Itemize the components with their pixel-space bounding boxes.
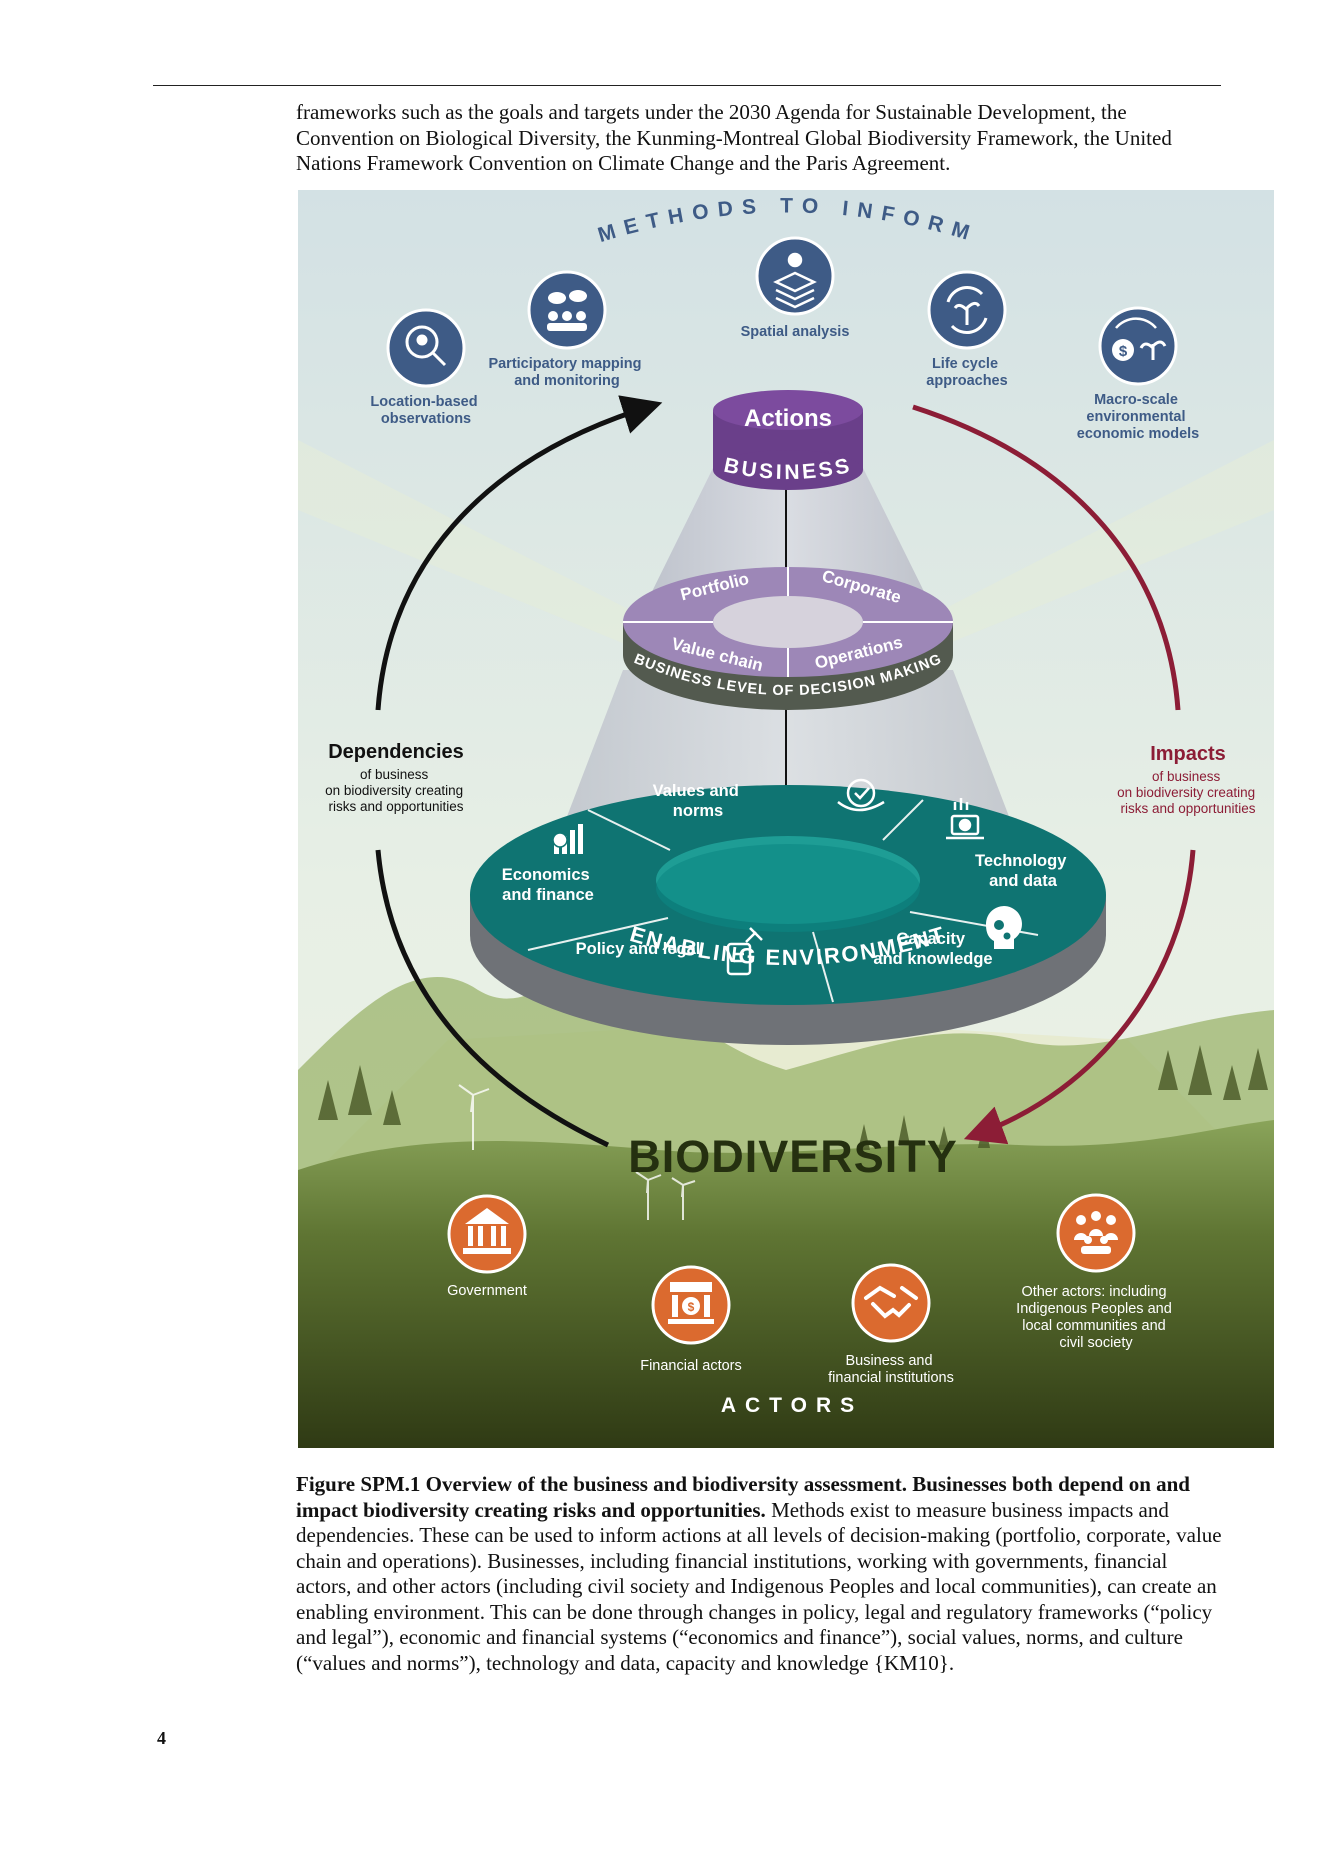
caption-bold: Figure SPM.1 Overview of the business an…: [296, 1472, 1190, 1522]
actions-label: Actions: [744, 405, 832, 432]
actor-label-business: Business and financial institutions: [828, 1353, 954, 1386]
figure-caption: Figure SPM.1 Overview of the business an…: [296, 1472, 1226, 1676]
wind-turbines: [458, 1084, 696, 1220]
method-life-cycle: Life cycle approaches: [926, 270, 1008, 389]
enabler-technology-data: Technology and data: [975, 852, 1071, 890]
enabler-economics-finance: Economics and finance: [502, 866, 595, 904]
people-group-icon: [1074, 1211, 1118, 1254]
method-location-based: Location-based observations: [370, 308, 481, 427]
decision-making-ring: Portfolio Corporate Value chain Operatio…: [623, 566, 953, 710]
actor-label-government: Government: [447, 1283, 527, 1299]
gavel-scroll-icon: [726, 927, 763, 976]
light-rays: [298, 440, 1274, 710]
government-building-icon: [463, 1208, 511, 1254]
header-rule: [153, 85, 1221, 86]
tree-silhouettes: [318, 1045, 1268, 1150]
laptop-chart-icon: [946, 798, 984, 840]
method-spatial-analysis: Spatial analysis: [741, 236, 850, 340]
bank-icon: [668, 1282, 714, 1324]
actor-label-financial: Financial actors: [640, 1358, 742, 1374]
method-label-macro: Macro-scale environmental economic model…: [1077, 392, 1199, 442]
method-macro-scale: $ Macro-scale environmental economic mod…: [1077, 306, 1199, 442]
enabler-capacity-knowledge: Capacity and knowledge: [873, 930, 992, 968]
actors-title: ACTORS: [721, 1394, 863, 1417]
page-number: 4: [157, 1728, 166, 1748]
location-search-icon: [405, 325, 447, 367]
foreground-ground: [298, 1120, 1274, 1448]
enabling-environment-ring: Values and norms Technology and data Cap…: [470, 778, 1106, 1045]
actor-label-other: Other actors: including Indigenous Peopl…: [1016, 1284, 1176, 1351]
svg-text:$: $: [1119, 343, 1128, 360]
map-layers-icon: [773, 252, 817, 309]
impacts-arrow-top: [912, 404, 1181, 711]
impacts-title: Impacts: [1150, 743, 1226, 765]
method-participatory-mapping: Participatory mapping and monitoring: [488, 270, 645, 389]
actor-financial-actors: $ Financial actors: [640, 1265, 742, 1374]
dependencies-title: Dependencies: [328, 741, 464, 763]
enabler-policy-legal: Policy and legal: [576, 940, 701, 958]
enabler-values-norms: Values and norms: [653, 782, 744, 820]
method-label-life-cycle: Life cycle approaches: [926, 356, 1007, 389]
dependencies-arrow-up: [375, 395, 663, 711]
actor-government: Government: [447, 1194, 527, 1299]
method-label-spatial: Spatial analysis: [741, 324, 850, 340]
caption-text: Methods exist to measure business impact…: [296, 1497, 1222, 1675]
actions-business-block: Actions BUSINESS: [713, 390, 863, 490]
actor-business-financial-institutions: Business and financial institutions: [828, 1263, 954, 1386]
dependencies-description: of business on biodiversity creating ris…: [325, 767, 467, 814]
handshake-check-icon: [837, 778, 885, 812]
handshake-icon: [864, 1285, 918, 1319]
dollar-plant-cycle-icon: $: [1112, 317, 1167, 361]
biodiversity-label: BIODIVERSITY: [628, 1131, 958, 1182]
actor-other-actors: Other actors: including Indigenous Peopl…: [1016, 1193, 1176, 1351]
intro-paragraph: frameworks such as the goals and targets…: [296, 100, 1172, 175]
figure-illustration: METHODS TO INFORM Location-based observa…: [298, 190, 1274, 1448]
recycle-plant-icon: [946, 286, 988, 334]
method-label-participatory: Participatory mapping and monitoring: [488, 356, 645, 389]
svg-text:$: $: [688, 1300, 695, 1314]
brain-gears-icon: [985, 906, 1022, 949]
people-speech-icon: [547, 290, 587, 331]
finance-chart-icon: [552, 824, 583, 854]
figure-spm1: METHODS TO INFORM Location-based observa…: [298, 190, 1274, 1448]
impacts-description: of business on biodiversity creating ris…: [1117, 769, 1259, 816]
dependencies-arrow-low: [375, 849, 610, 1148]
impacts-arrow-down: [963, 849, 1196, 1145]
method-label-location: Location-based observations: [370, 394, 481, 427]
